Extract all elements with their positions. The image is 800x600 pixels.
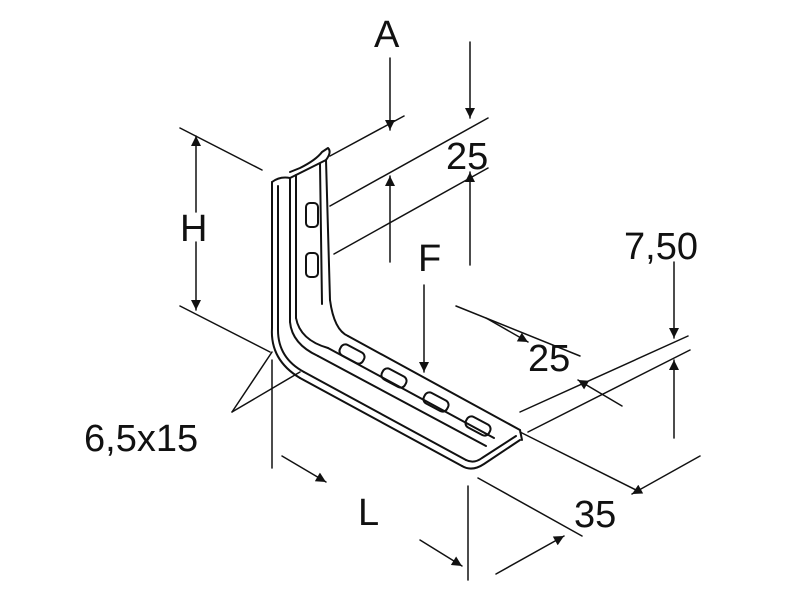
bracket-vertical-leg: [271, 147, 331, 331]
label-f: F: [418, 238, 442, 280]
label-h: H: [180, 208, 208, 250]
slot-vertical-upper: [305, 202, 319, 228]
label-a: A: [374, 14, 400, 56]
label-25-side: 25: [528, 338, 571, 380]
label-25-top: 25: [446, 136, 489, 178]
slot-horizontal-3: [422, 391, 450, 413]
label-l: L: [358, 492, 380, 534]
dimension-35: [477, 431, 701, 575]
dimension-25-side: [485, 317, 623, 407]
dimension-h: [179, 127, 271, 353]
slot-leader-lines: [231, 351, 301, 413]
slot-horizontal-4: [464, 415, 492, 437]
dimension-l: [271, 359, 469, 581]
slot-horizontal-1: [338, 343, 366, 365]
label-7-50: 7,50: [624, 226, 698, 268]
slot-horizontal-2: [380, 367, 408, 389]
label-35: 35: [574, 494, 617, 536]
bracket-horizontal-leg: [299, 335, 523, 470]
slot-vertical-lower: [305, 252, 319, 278]
tray-outline-bottom: [455, 305, 691, 433]
label-slot-size: 6,5x15: [84, 418, 199, 460]
